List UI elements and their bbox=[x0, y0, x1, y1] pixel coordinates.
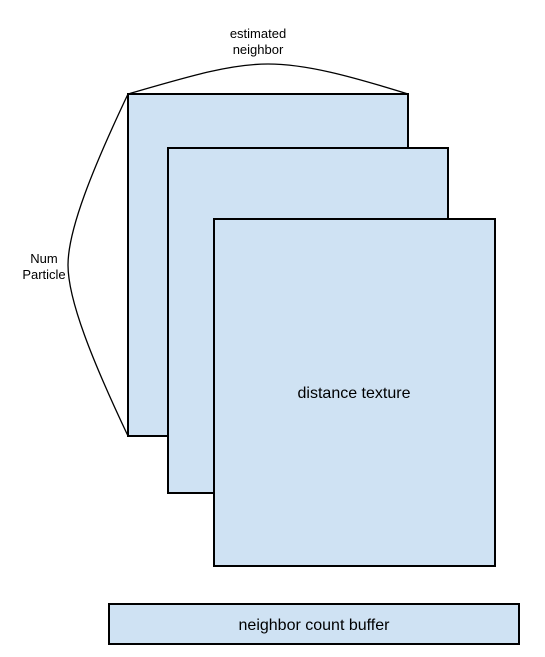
left-brace-label-line1: Num bbox=[30, 251, 57, 266]
top-brace-label-line1: estimated bbox=[230, 26, 286, 41]
neighbor-count-buffer-label: neighbor count buffer bbox=[239, 617, 391, 634]
left-brace-label-line2: Particle bbox=[22, 267, 65, 282]
neighbor-count-buffer bbox=[108, 603, 520, 645]
texture-layer-front bbox=[213, 218, 496, 567]
left-brace bbox=[67, 93, 129, 437]
distance-texture-label: distance texture bbox=[298, 385, 411, 402]
top-brace bbox=[127, 63, 409, 95]
top-brace-label-line2: neighbor bbox=[233, 42, 284, 57]
